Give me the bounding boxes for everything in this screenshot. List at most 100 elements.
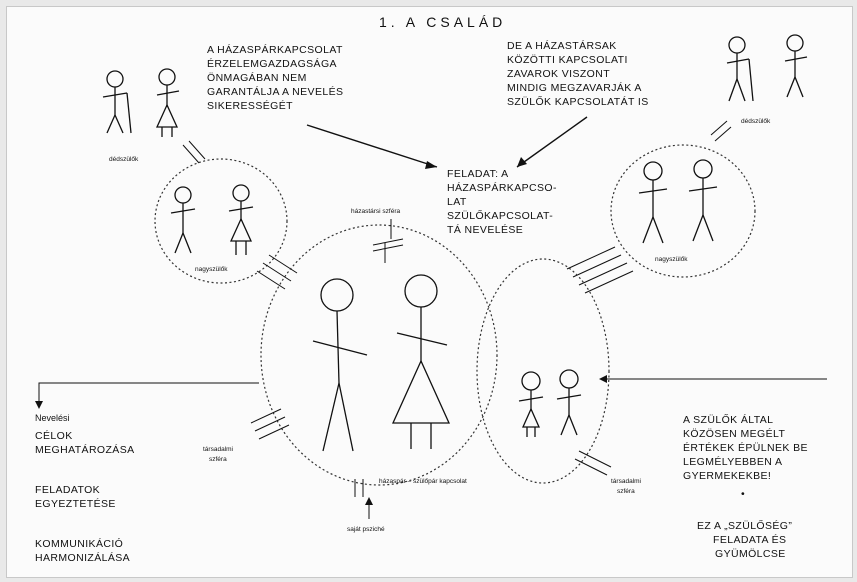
top-left-line-3: ÖNMAGÁBAN NEM	[207, 71, 307, 84]
right-line-4: LEGMÉLYEBBEN A	[683, 455, 782, 468]
left-grandparents-label: nagyszülők	[195, 266, 228, 273]
social-right-tick-1	[578, 450, 612, 468]
social-left-tick-2	[254, 416, 286, 432]
top-left-line-5: SIKERESSÉGÉT	[207, 99, 293, 112]
mother-figure	[391, 274, 451, 449]
goal-1-line-1: CÉLOK	[35, 429, 73, 442]
social-right-label-2: szféra	[617, 488, 635, 495]
elder-4-head	[786, 34, 804, 52]
grandfather-left-head	[174, 186, 192, 204]
arrow-right-to-task	[516, 116, 588, 168]
child-1-head	[521, 371, 541, 391]
right-line-5: GYERMEKEKBE!	[683, 470, 771, 482]
father-figure	[312, 278, 368, 452]
right-note-line-2: FELADATA ÉS	[713, 533, 786, 546]
top-right-statement: DE A HÁZASTÁRSAK KÖZÖTTI KAPCSOLATI ZAVA…	[507, 39, 649, 108]
mother-head	[404, 274, 438, 308]
link-left-ancestors-2	[188, 140, 206, 160]
arrowhead-right	[517, 157, 527, 167]
children-circle	[476, 258, 610, 484]
link-right-gp-4	[584, 270, 634, 294]
link-left-gp-1	[268, 254, 298, 274]
link-left-ancestors-1	[182, 144, 200, 164]
task-line-4: SZÜLŐKAPCSOLAT-	[447, 208, 553, 222]
task-line-1: FELADAT: A	[447, 168, 509, 180]
top-left-line-2: ÉRZELEMGAZDAGSÁGA	[207, 57, 337, 70]
arrowhead-left	[425, 161, 437, 169]
own-self-arrowhead	[365, 497, 373, 505]
left-grandparents-group: nagyszülők	[154, 158, 288, 284]
parents-circle	[260, 224, 498, 486]
elder-1-head	[106, 70, 124, 88]
family-diagram: 1. A CSALÁD A HÁZASPÁRKAPCSOLAT ÉRZELEMG…	[35, 14, 827, 564]
goals-label: Nevelési	[35, 413, 70, 423]
link-left-gp-3	[256, 270, 286, 290]
arrow-left-to-task	[306, 124, 438, 168]
goal-3-line-2: HARMONIZÁLÁSA	[35, 551, 130, 564]
social-left-label-1: társadalmi	[203, 446, 233, 453]
social-right-label-1: társadalmi	[611, 478, 641, 485]
left-greatgrandparents: dédszülők	[102, 68, 180, 163]
top-left-line-1: A HÁZASPÁRKAPCSOLAT	[207, 43, 343, 56]
link-right-ancestors-1	[710, 120, 728, 136]
spouse-sphere-label: házastársi szféra	[351, 208, 401, 215]
top-right-line-1: DE A HÁZASTÁRSAK	[507, 39, 617, 52]
diagram-frame: 1. A CSALÁD A HÁZASPÁRKAPCSOLAT ÉRZELEMG…	[6, 6, 853, 578]
link-left-gp-2	[262, 262, 292, 282]
right-line-2: KÖZÖSEN MEGÉLT	[683, 427, 785, 440]
top-right-line-4: MINDIG MEGZAVARJÁK A	[507, 81, 642, 94]
social-left-tick-3	[258, 424, 290, 440]
goal-1-line-2: MEGHATÁROZÁSA	[35, 443, 135, 456]
diagram-title: 1. A CSALÁD	[379, 14, 506, 30]
elder-2-head	[158, 68, 176, 86]
top-right-line-2: KÖZÖTTI KAPCSOLATI	[507, 54, 628, 66]
top-left-line-4: GARANTÁLJA A NEVELÉS	[207, 85, 343, 98]
grandfather-right-head	[643, 161, 663, 181]
right-note-line-1: EZ A „SZÜLŐSÉG”	[697, 518, 792, 532]
mother-dress	[391, 359, 451, 424]
social-left-tick-1	[250, 408, 282, 424]
right-line-3: ÉRTÉKEK ÉPÜLNEK BE	[683, 441, 808, 454]
grandmother-right-head	[693, 159, 713, 179]
task-line-5: TÁ NEVELÉSE	[447, 223, 523, 236]
spouse-tick-2	[372, 244, 404, 252]
link-right-gp-1	[566, 246, 616, 270]
right-branch-arrowhead	[599, 375, 607, 383]
left-goals: Nevelési CÉLOK MEGHATÁROZÁSA FELADATOK E…	[35, 413, 135, 564]
link-right-gp-3	[578, 262, 628, 286]
grandmother-left-head	[232, 184, 250, 202]
right-ancestors-label: dédszülők	[741, 118, 771, 125]
task-line-3: LAT	[447, 196, 467, 208]
right-values: A SZÜLŐK ÁLTAL KÖZÖSEN MEGÉLT ÉRTÉKEK ÉP…	[683, 412, 808, 560]
link-right-gp-2	[572, 254, 622, 278]
left-branch-arrowhead	[35, 401, 43, 409]
children-figures	[518, 369, 582, 437]
walking-stick	[126, 92, 132, 134]
social-right-tick-2	[574, 458, 608, 476]
center-task: FELADAT: A HÁZASPÁRKAPCSO- LAT SZÜLŐKAPC…	[447, 168, 557, 236]
right-grandparents-label: nagyszülők	[655, 256, 688, 263]
goal-2-line-1: FELADATOK	[35, 484, 100, 496]
own-self-label: saját psziché	[347, 526, 385, 533]
top-left-statement: A HÁZASPÁRKAPCSOLAT ÉRZELEMGAZDAGSÁGA ÖN…	[207, 43, 343, 112]
top-right-line-3: ZAVAROK VISZONT	[507, 68, 610, 80]
right-bullet: •	[741, 488, 745, 500]
child-2-head	[559, 369, 579, 389]
link-right-ancestors-2	[714, 126, 732, 142]
right-greatgrandparents: dédszülők	[726, 34, 808, 125]
left-grandparents-circle	[154, 158, 288, 284]
top-right-line-5: SZÜLŐK KAPCSOLATÁT IS	[507, 94, 649, 108]
goal-3-line-1: KOMMUNIKÁCIÓ	[35, 537, 123, 550]
right-grandparents-group: nagyszülők	[610, 144, 756, 278]
right-note-line-3: GYÜMÖLCSE	[715, 548, 786, 560]
right-grandparents-circle	[610, 144, 756, 278]
spouse-tick-1	[372, 238, 404, 246]
social-left-label-2: szféra	[209, 456, 227, 463]
goal-2-line-2: EGYEZTETÉSE	[35, 497, 116, 510]
task-line-2: HÁZASPÁRKAPCSO-	[447, 181, 557, 194]
father-head	[320, 278, 354, 312]
left-branch-line	[38, 382, 259, 403]
elder-3-head	[728, 36, 746, 54]
left-ancestors-label: dédszülők	[109, 156, 139, 163]
parent-bond-label: házaspár – szülőpár kapcsolat	[379, 478, 467, 485]
